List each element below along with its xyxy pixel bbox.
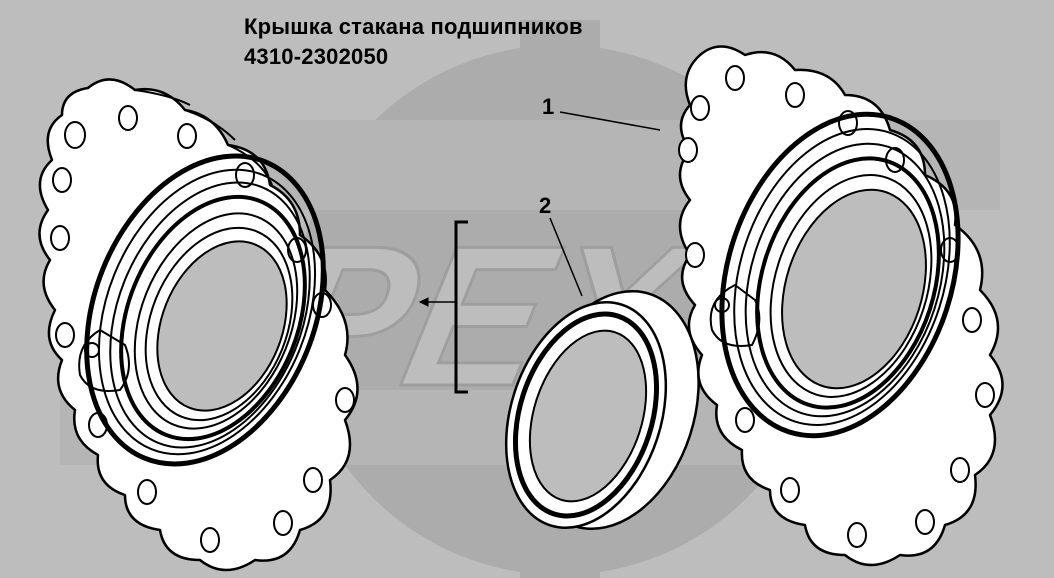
callout-2-label: 2 bbox=[539, 193, 551, 218]
bearing-cover-left bbox=[38, 78, 359, 572]
callout-2: 2 bbox=[539, 193, 583, 297]
part-number: 4310-2302050 bbox=[244, 44, 389, 69]
assembly-bracket bbox=[418, 220, 468, 394]
page-title: Крышка стакана подшипников bbox=[244, 14, 583, 39]
seal-ring bbox=[504, 289, 700, 531]
bearing-cover-right bbox=[678, 45, 1004, 567]
callout-1-label: 1 bbox=[542, 94, 554, 119]
callout-1: 1 bbox=[542, 94, 661, 131]
